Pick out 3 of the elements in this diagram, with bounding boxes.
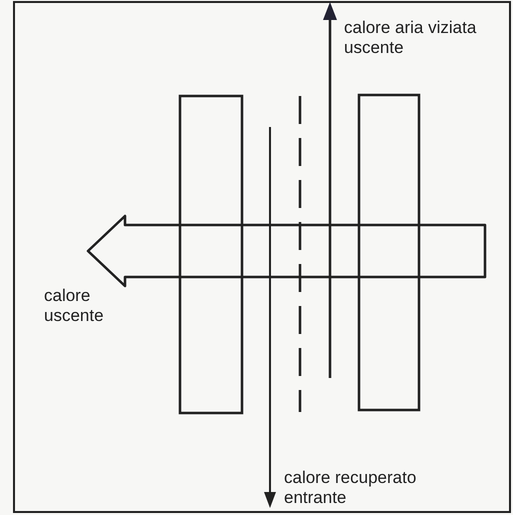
flow-label: calore aria viziata uscente <box>344 18 478 58</box>
flow-label: calore recuperato entrante <box>284 468 418 508</box>
flow-label: calore uscente <box>44 286 105 326</box>
